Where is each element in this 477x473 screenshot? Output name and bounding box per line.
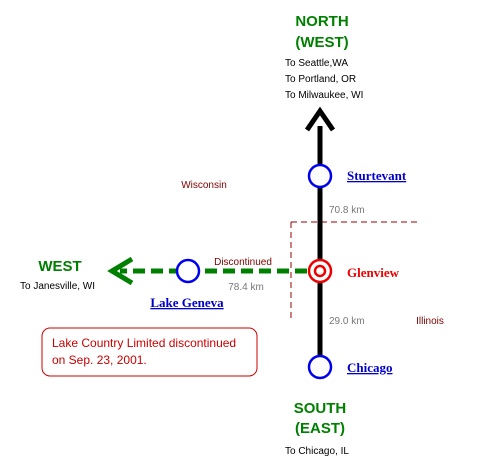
station-link-sturtevant[interactable]: Sturtevant <box>347 168 407 183</box>
south-heading: SOUTH <box>294 400 347 417</box>
note-line-1: Lake Country Limited discontinued <box>52 336 236 350</box>
station-marker-chicago <box>307 354 333 380</box>
west-arrow-icon <box>107 256 134 286</box>
station-link-chicago[interactable]: Chicago <box>347 360 393 375</box>
distance-sturtevant-glenview: 70.8 km <box>329 205 365 216</box>
north-arrow-icon <box>304 106 336 132</box>
station-marker-glenview <box>307 258 333 284</box>
state-border <box>290 221 418 320</box>
north-heading-sub: (WEST) <box>295 34 348 51</box>
station-label-glenview: Glenview <box>347 265 400 280</box>
west-destination-1: To Janesville, WI <box>20 281 95 292</box>
north-destination-2: To Portland, OR <box>285 74 356 85</box>
station-marker-sturtevant <box>307 163 333 189</box>
state-label-wisconsin: Wisconsin <box>181 180 227 191</box>
state-label-illinois: Illinois <box>416 316 444 327</box>
south-destination-1: To Chicago, IL <box>285 446 349 457</box>
discontinued-note: Lake Country Limited discontinued on Sep… <box>41 327 258 377</box>
station-link-lake-geneva[interactable]: Lake Geneva <box>150 295 224 310</box>
note-line-2: on Sep. 23, 2001. <box>52 353 147 367</box>
north-destination-1: To Seattle,WA <box>285 58 348 69</box>
west-heading: WEST <box>38 258 81 275</box>
discontinued-label: Discontinued <box>214 257 272 268</box>
distance-glenview-lake-geneva: 78.4 km <box>228 282 264 293</box>
distance-glenview-chicago: 29.0 km <box>329 316 365 327</box>
south-heading-sub: (EAST) <box>295 420 345 437</box>
north-destination-3: To Milwaukee, WI <box>285 90 363 101</box>
station-marker-lake-geneva <box>175 258 201 284</box>
north-heading: NORTH <box>295 13 348 30</box>
